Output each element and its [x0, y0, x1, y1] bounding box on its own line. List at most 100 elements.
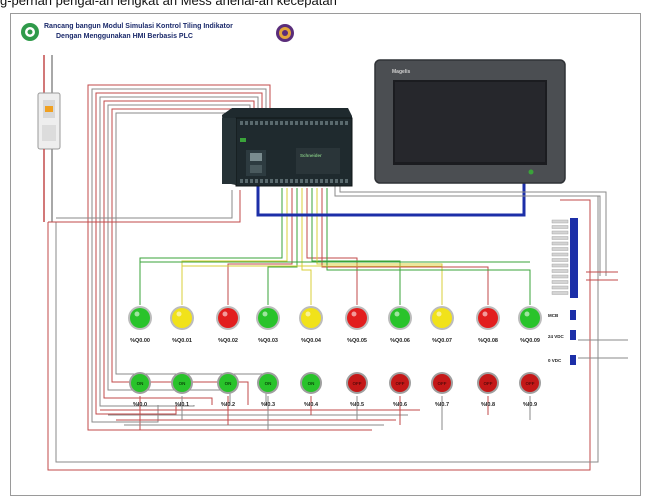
- terminal-pin: [551, 230, 569, 235]
- plc-bottom-terminal: [240, 179, 243, 183]
- button-label: %I0.9: [523, 402, 537, 408]
- indicator-lamp: %Q0.08: [476, 306, 500, 344]
- hmi-panel: Magelis: [374, 59, 566, 184]
- terminal-strip: MCB 24 VDC 0 VDC: [548, 218, 628, 365]
- plc-bottom-terminal: [285, 179, 288, 183]
- terminal-pin: [551, 291, 569, 295]
- button-cap: [173, 374, 191, 392]
- plc-bottom-terminal: [310, 179, 313, 183]
- button-text: OFF: [526, 381, 535, 386]
- lamp-highlight: [524, 311, 530, 317]
- supply-cable: [339, 186, 607, 276]
- plc-top-terminal: [295, 121, 298, 125]
- lamp-lens: [130, 308, 150, 328]
- lamp-highlight: [305, 311, 311, 317]
- button-label: %I0.1: [175, 402, 189, 408]
- button-cap: [521, 374, 539, 392]
- plc-top-terminal: [345, 121, 348, 125]
- push-button: ON%I0.3: [257, 372, 279, 408]
- button-text: OFF: [438, 381, 447, 386]
- plc-top-terminal: [275, 121, 278, 125]
- button-label: %I0.2: [221, 402, 235, 408]
- lamp-highlight: [351, 311, 357, 317]
- push-button: ON%I0.2: [217, 372, 239, 408]
- output-wire: [139, 188, 283, 305]
- plc-bottom-terminal: [280, 179, 283, 183]
- lamp-lens: [347, 308, 367, 328]
- plc-top-terminal: [270, 121, 273, 125]
- plc-top-terminal: [315, 121, 318, 125]
- terminal-pin: [551, 285, 569, 290]
- indicator-lamp: %Q0.09: [518, 306, 542, 344]
- plc-top-terminal: [340, 121, 343, 125]
- lamp-highlight: [134, 311, 140, 317]
- indicator-lamp: %Q0.05: [345, 306, 369, 344]
- lamp-lens: [218, 308, 238, 328]
- terminal-pin: [551, 274, 569, 279]
- button-label: %I0.5: [350, 402, 364, 408]
- button-cap: [391, 374, 409, 392]
- plc-controller: Schneider: [222, 108, 353, 187]
- lamp-lens: [390, 308, 410, 328]
- plc-top-terminal: [240, 121, 243, 125]
- left-wire-bundle: [87, 84, 271, 431]
- plc-bottom-terminal: [255, 179, 258, 183]
- supply-cable: [334, 186, 601, 276]
- lamp-label: %Q0.06: [390, 338, 410, 344]
- lamp-lens: [172, 308, 192, 328]
- button-cap: [219, 374, 237, 392]
- plc-bottom-terminal: [290, 179, 293, 183]
- lamp-label: %Q0.05: [347, 338, 367, 344]
- plc-top-terminal: [335, 121, 338, 125]
- plc-bottom-terminal: [265, 179, 268, 183]
- lamp-highlight: [394, 311, 400, 317]
- header-title-line1: Rancang bangun Modul Simulasi Kontrol Ti…: [44, 23, 233, 30]
- plc-top-terminal: [250, 121, 253, 125]
- indicator-lamp: %Q0.04: [299, 306, 323, 344]
- lamp-highlight: [436, 311, 442, 317]
- lamp-label: %Q0.04: [301, 338, 322, 344]
- push-button: ON%I0.4: [300, 372, 322, 408]
- push-button: OFF%I0.8: [477, 372, 499, 408]
- button-label: %I0.0: [133, 402, 147, 408]
- lamp-lens: [432, 308, 452, 328]
- terminal-pins: [551, 219, 569, 295]
- plc-bottom-terminal: [340, 179, 343, 183]
- plc-top-terminal: [320, 121, 323, 125]
- button-text: ON: [179, 381, 186, 386]
- terminal-pin: [551, 247, 569, 251]
- terminal-label-1: MCB: [548, 313, 559, 318]
- terminal-pin: [551, 241, 569, 246]
- indicator-lamp: %Q0.01: [170, 306, 194, 344]
- plc-bottom-terminal: [260, 179, 263, 183]
- push-button: OFF%I0.7: [431, 372, 453, 408]
- output-wire: [306, 188, 358, 305]
- lamp-lens: [478, 308, 498, 328]
- indicator-lamp: %Q0.03: [256, 306, 280, 344]
- lamp-label: %Q0.03: [258, 338, 278, 344]
- mcb-feed-wire: [48, 190, 241, 223]
- left-wire-bundle: [91, 88, 267, 423]
- button-cap: [479, 374, 497, 392]
- terminal-label-3: 0 VDC: [548, 358, 562, 363]
- button-text: ON: [265, 381, 272, 386]
- plc-bottom-terminal: [270, 179, 273, 183]
- output-wire: [316, 188, 443, 305]
- push-button: OFF%I0.6: [389, 372, 411, 408]
- plc-top-terminal: [280, 121, 283, 125]
- button-text: ON: [137, 381, 144, 386]
- plc-top-terminal: [260, 121, 263, 125]
- output-wire: [267, 188, 298, 305]
- output-wire: [311, 188, 401, 305]
- indicator-lamp: %Q0.00: [128, 306, 152, 344]
- indicator-lamp-row: %Q0.00 %Q0.01 %Q0.02 %Q0.03 %Q0.04 %Q0.05 %Q0.…: [128, 306, 542, 344]
- indicator-lamp: %Q0.02: [216, 306, 240, 344]
- terminal-label-2: 24 VDC: [548, 334, 565, 339]
- lamp-label: %Q0.00: [130, 338, 150, 344]
- mcb-feed-wire: [56, 190, 233, 219]
- push-button: ON %I0.1: [171, 372, 193, 408]
- output-wire: [321, 188, 489, 305]
- lamp-highlight: [262, 311, 268, 317]
- output-wire: [301, 188, 312, 305]
- plc-top-terminal: [310, 121, 313, 125]
